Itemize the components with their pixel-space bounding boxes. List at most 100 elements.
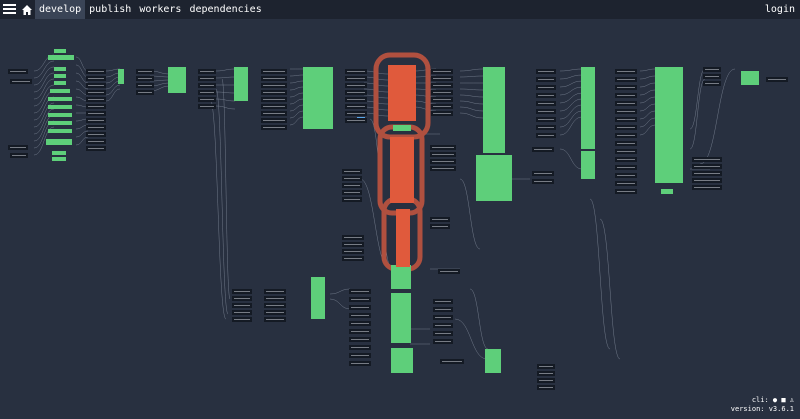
- graph-edge: [459, 100, 484, 105]
- job-node[interactable]: [655, 153, 683, 183]
- apple-icon[interactable]: ●: [772, 396, 778, 404]
- job-node[interactable]: [54, 49, 66, 53]
- graph-edge: [105, 80, 121, 90]
- resource-label-text: [432, 147, 454, 148]
- graph-edge: [559, 74, 583, 80]
- job-node[interactable]: [476, 155, 512, 201]
- job-node[interactable]: [303, 67, 333, 129]
- job-node[interactable]: [54, 74, 66, 78]
- job-node[interactable]: [655, 67, 683, 155]
- job-node[interactable]: [311, 277, 325, 319]
- resource-label-text: [347, 78, 365, 79]
- graph-edge: [215, 76, 236, 79]
- resource-label-text: [432, 161, 454, 162]
- graph-edge: [559, 116, 583, 136]
- job-node[interactable]: [48, 97, 72, 101]
- resource-label-text: [344, 244, 362, 245]
- resource-label-text: [538, 79, 554, 80]
- graph-edge: [639, 89, 656, 96]
- resource-label-text: [344, 185, 360, 186]
- job-node[interactable]: [48, 129, 72, 133]
- job-node[interactable]: [48, 105, 72, 109]
- job-node[interactable]: [391, 293, 411, 343]
- resource-label-text: [200, 106, 214, 107]
- graph-edge: [75, 80, 89, 90]
- resource-label-text: [263, 106, 285, 107]
- resource-label-text: [435, 309, 451, 310]
- failed-job-node[interactable]: [396, 209, 410, 267]
- resource-label-text: [435, 301, 451, 302]
- resource-label-text: [433, 113, 451, 114]
- job-node[interactable]: [54, 67, 66, 71]
- resource-label-text: [432, 219, 448, 220]
- resource-label-text: [344, 171, 360, 172]
- job-node[interactable]: [391, 348, 413, 373]
- job-node[interactable]: [168, 67, 186, 93]
- job-node[interactable]: [661, 189, 673, 194]
- resource-label-text: [347, 120, 365, 121]
- resource-label-text: [10, 147, 26, 148]
- job-node[interactable]: [483, 67, 505, 153]
- resource-label-text: [433, 71, 451, 72]
- graph-edge: [639, 103, 656, 112]
- login-link[interactable]: login: [764, 4, 795, 15]
- resource-label-text: [344, 258, 362, 259]
- job-node[interactable]: [234, 67, 248, 101]
- resource-label-text: [433, 78, 451, 79]
- resource-label-text: [88, 92, 104, 93]
- job-node[interactable]: [48, 113, 72, 117]
- resource-label-text: [347, 92, 365, 93]
- resource-label-text: [88, 113, 104, 114]
- resource-label-text: [88, 120, 104, 121]
- linux-icon[interactable]: ♙: [789, 396, 794, 404]
- graph-edge: [459, 112, 484, 119]
- graph-edge: [215, 91, 236, 94]
- graph-edge: [215, 105, 236, 110]
- home-icon[interactable]: [21, 2, 33, 16]
- resource-label-text: [351, 339, 369, 340]
- job-node[interactable]: [46, 139, 72, 145]
- failed-job-node[interactable]: [388, 65, 416, 121]
- resource-label-text: [351, 307, 369, 308]
- resource-label-text: [768, 79, 786, 80]
- job-node[interactable]: [393, 125, 411, 131]
- tab-develop[interactable]: develop: [35, 0, 86, 19]
- job-node[interactable]: [54, 81, 66, 85]
- resource-label-text: [200, 92, 214, 93]
- job-node[interactable]: [52, 151, 66, 155]
- job-node[interactable]: [485, 349, 501, 373]
- resource-label-text: [617, 135, 635, 136]
- job-node[interactable]: [581, 151, 595, 179]
- resource-label-text: [344, 199, 360, 200]
- graph-edge: [413, 100, 437, 105]
- resource-label-text: [351, 355, 369, 356]
- resource-label-text: [266, 298, 284, 299]
- windows-icon[interactable]: ■: [781, 396, 786, 404]
- resource-label-text: [266, 291, 284, 292]
- graph-edge: [75, 56, 89, 72]
- tab-workers[interactable]: workers: [139, 4, 182, 15]
- job-node[interactable]: [48, 121, 72, 125]
- job-node[interactable]: [391, 265, 411, 289]
- resource-label-text: [538, 95, 554, 96]
- graph-edge: [329, 298, 351, 310]
- job-node[interactable]: [581, 67, 595, 149]
- job-node[interactable]: [50, 89, 70, 93]
- graph-nodes: [8, 49, 788, 390]
- graph-edge: [289, 86, 304, 91]
- resource-label-text: [10, 71, 26, 72]
- tab-dependencies[interactable]: dependencies: [189, 4, 262, 15]
- job-node[interactable]: [52, 157, 66, 161]
- hamburger-icon[interactable]: [3, 2, 16, 16]
- job-node[interactable]: [741, 71, 759, 85]
- failed-job-node[interactable]: [390, 137, 414, 203]
- job-node[interactable]: [118, 69, 124, 84]
- tab-publish[interactable]: publish: [89, 4, 132, 15]
- resource-label-text: [344, 192, 360, 193]
- pipeline-graph[interactable]: [0, 19, 800, 419]
- graph-edge: [289, 110, 304, 119]
- resource-label-text: [351, 299, 369, 300]
- resource-label-text: [88, 85, 104, 86]
- resource-label-text: [617, 87, 635, 88]
- job-node[interactable]: [48, 55, 74, 60]
